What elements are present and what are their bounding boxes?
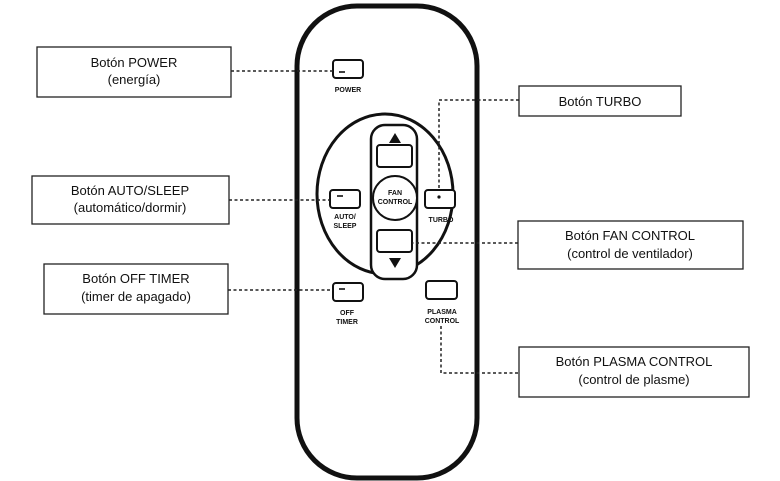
off-timer-button[interactable] (332, 282, 364, 302)
leader-turbo (438, 99, 519, 190)
auto-label-line1: AUTO/ (334, 214, 356, 221)
fan-up-button[interactable] (376, 144, 413, 168)
up-arrow-icon (389, 133, 401, 143)
turbo-button[interactable] (424, 189, 456, 209)
off-label-line1: OFF (340, 310, 355, 317)
callout-auto-sleep-title: Botón AUTO/SLEEP (71, 183, 189, 198)
callout-auto-sleep: Botón AUTO/SLEEP (automático/dormir) (31, 175, 230, 225)
callout-power-title: Botón POWER (91, 55, 178, 70)
plasma-label-line1: PLASMA (427, 309, 457, 316)
callout-turbo-title: Botón TURBO (559, 94, 642, 109)
power-button[interactable] (332, 59, 364, 79)
callout-auto-sleep-subtitle: (automático/dormir) (74, 200, 187, 215)
callout-plasma-control-subtitle: (control de plasme) (578, 372, 689, 387)
down-arrow-icon (389, 258, 401, 268)
callout-power-subtitle: (energía) (108, 72, 161, 87)
off-label-line2: TIMER (336, 319, 358, 326)
callout-off-timer: Botón OFF TIMER (timer de apagado) (43, 263, 229, 315)
callout-plasma-control: Botón PLASMA CONTROL (control de plasme) (518, 346, 750, 398)
fan-control-center (372, 175, 418, 221)
plasma-label-line2: CONTROL (425, 318, 460, 325)
fan-label-line2: CONTROL (378, 199, 413, 206)
leader-plasma-control (440, 326, 519, 374)
callout-fan-control: Botón FAN CONTROL (control de ventilador… (517, 220, 744, 270)
auto-sleep-button[interactable] (329, 189, 361, 209)
plasma-control-button[interactable] (425, 280, 458, 300)
power-label: POWER (335, 87, 361, 94)
callout-plasma-control-title: Botón PLASMA CONTROL (556, 354, 713, 369)
turbo-label: TURBO (429, 217, 454, 224)
callout-turbo: Botón TURBO (518, 85, 682, 117)
callout-fan-control-title: Botón FAN CONTROL (565, 228, 695, 243)
fan-down-button[interactable] (376, 229, 413, 253)
auto-label-line2: SLEEP (334, 223, 357, 230)
callout-power: Botón POWER (energía) (36, 46, 232, 98)
callout-fan-control-subtitle: (control de ventilador) (567, 246, 693, 261)
callout-off-timer-title: Botón OFF TIMER (82, 271, 189, 286)
fan-label-line1: FAN (388, 190, 402, 197)
callout-off-timer-subtitle: (timer de apagado) (81, 289, 191, 304)
turbo-button-dot (437, 195, 441, 199)
